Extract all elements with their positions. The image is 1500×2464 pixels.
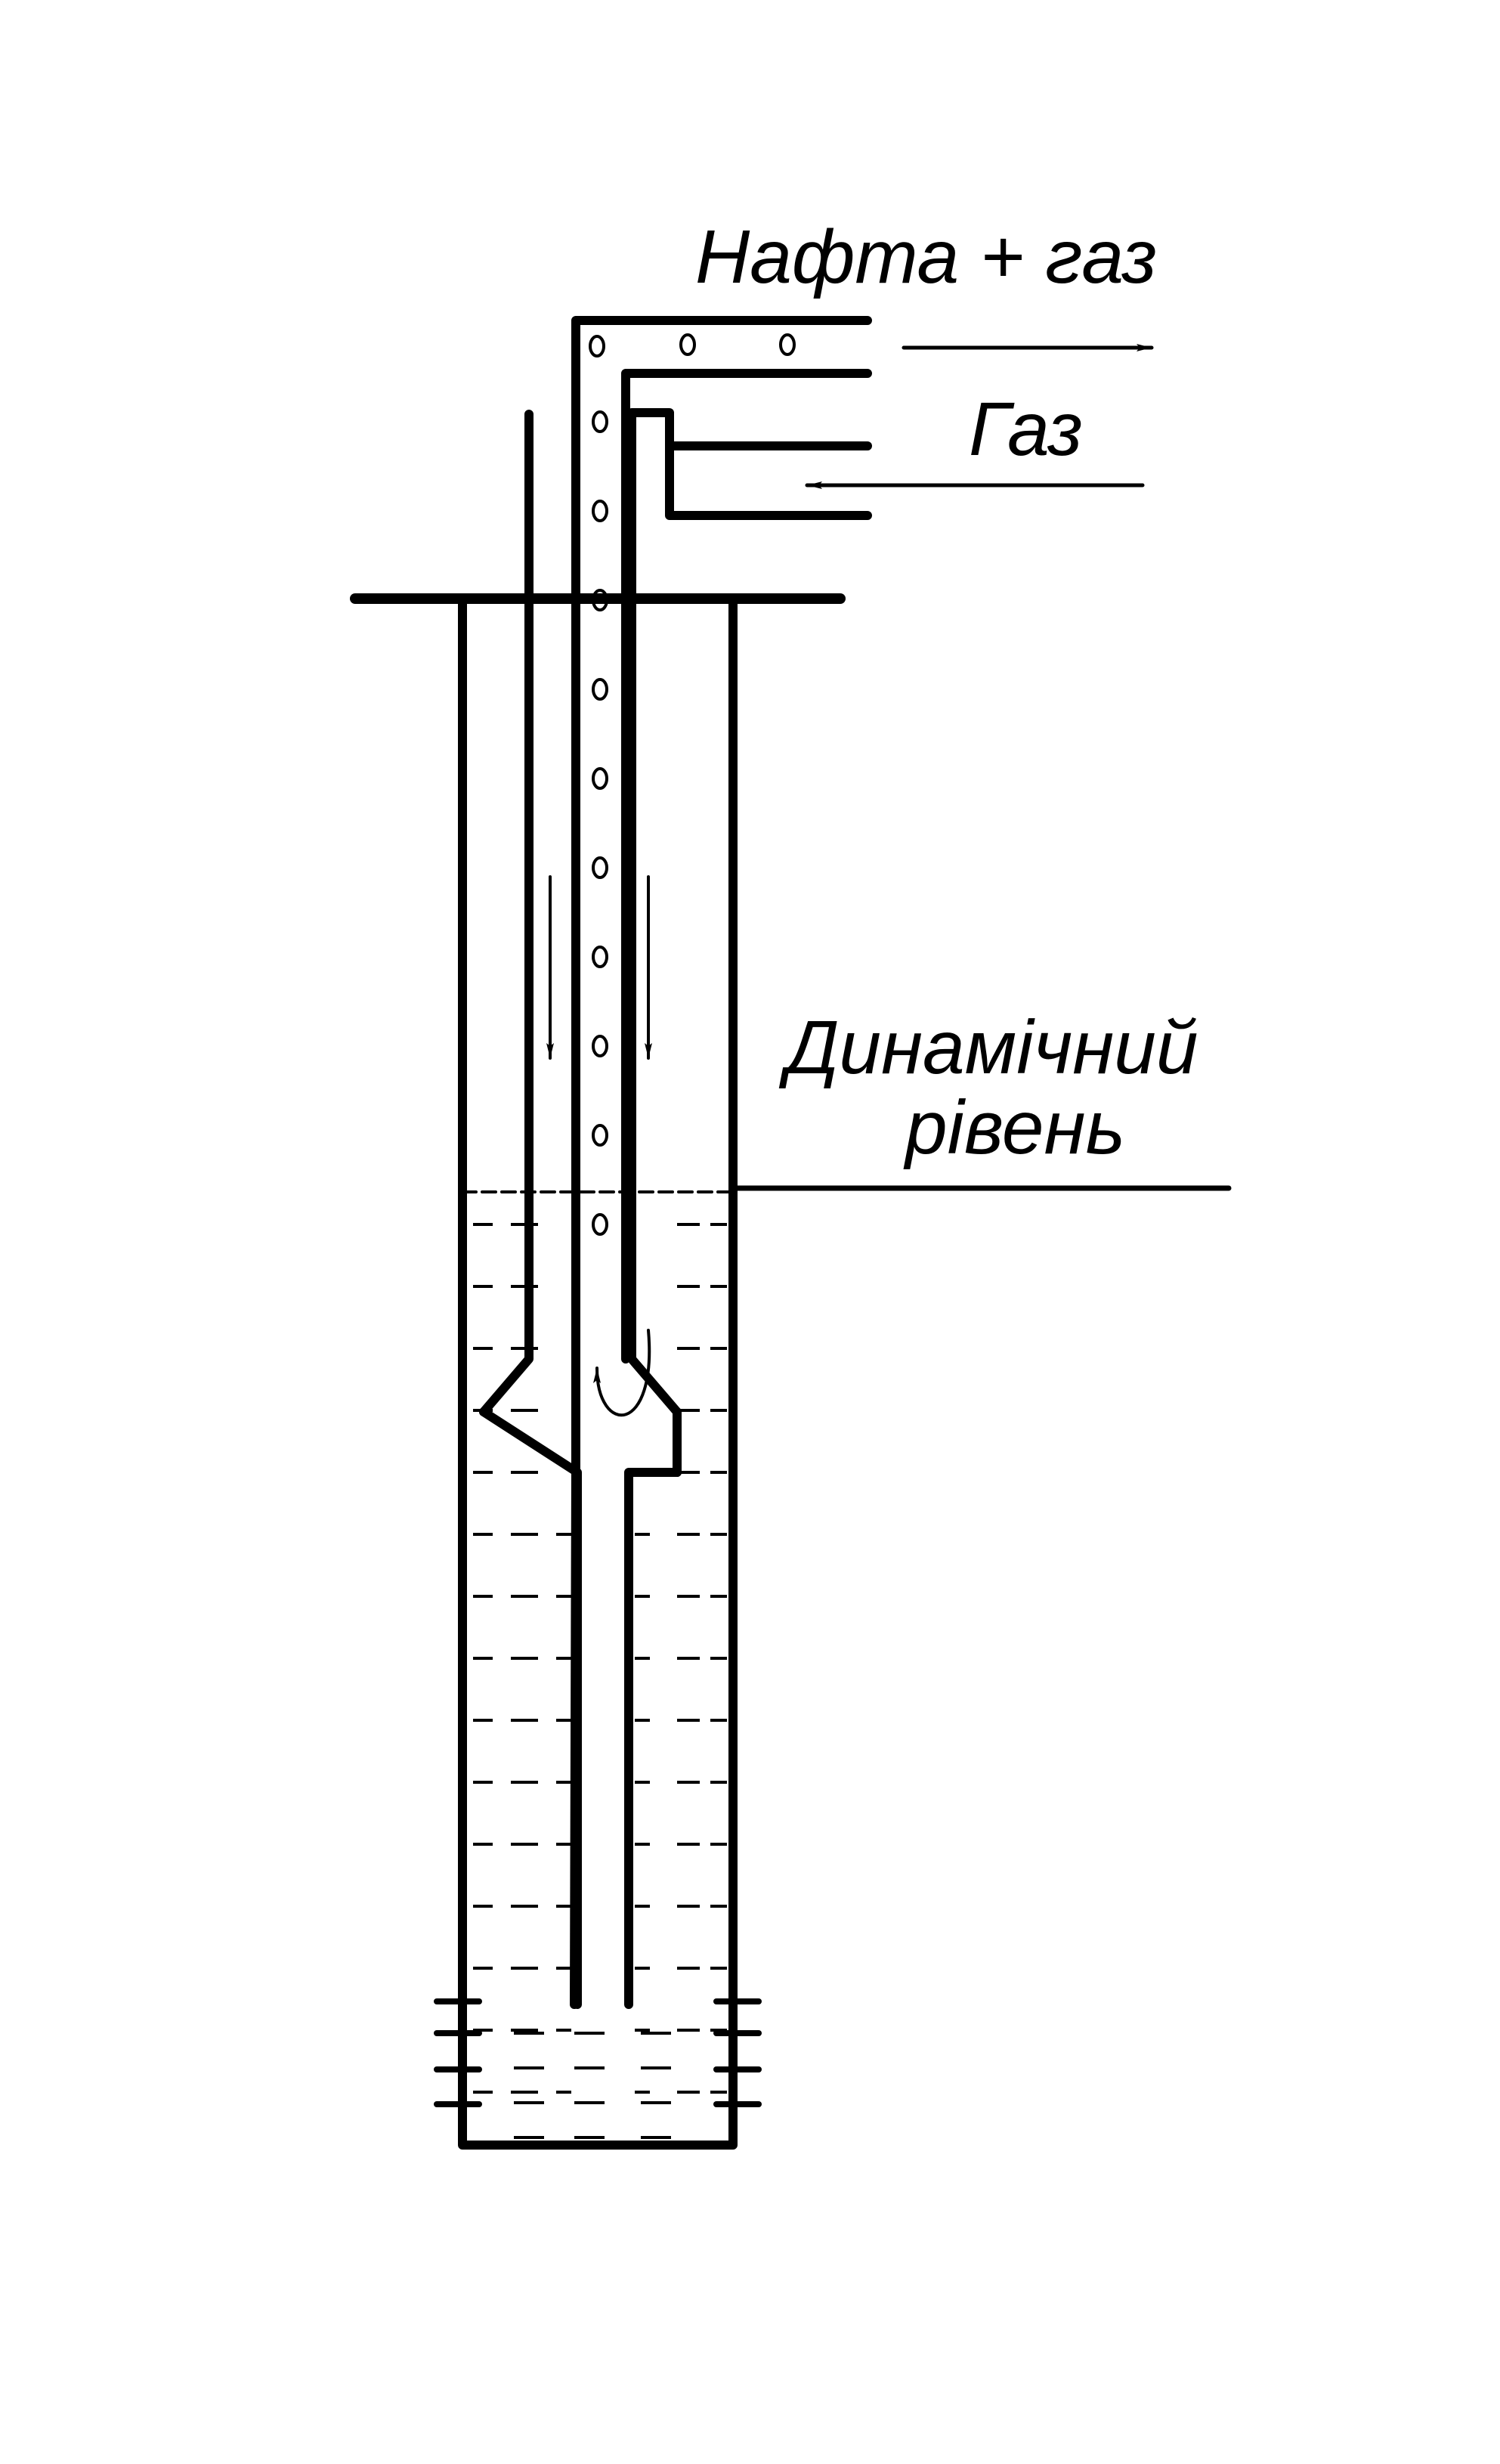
outflow-label: Нафта + газ [695,215,1158,299]
gas-bubble [592,678,608,701]
inflow-label: Газ [969,387,1083,472]
gas-bubble [592,1035,608,1057]
gas-bubble [592,767,608,790]
perforations-right [713,1998,762,2107]
lift-tube [479,316,872,2009]
dynamic-level-label-line1: Динамічний [786,1005,1198,1090]
gas-tube [479,408,872,2009]
gas-bubble [592,856,608,879]
dynamic-level-label-line2: рівень [905,1085,1126,1170]
gas-bubble [592,1124,608,1147]
turnaround-arrow [593,1329,651,1417]
gas-bubble [592,589,608,611]
gas-bubble [679,333,696,356]
liquid-dashes [473,1223,727,2139]
gas-bubble [779,333,796,356]
gas-bubbles [589,333,796,1236]
gas-bubble [589,335,605,358]
gas-bubble [592,1213,608,1236]
gas-bubble [592,410,608,433]
gas-bubble [592,946,608,968]
gas-bubble [592,500,608,522]
well-casing [458,594,738,2150]
perforations-left [434,1998,482,2107]
